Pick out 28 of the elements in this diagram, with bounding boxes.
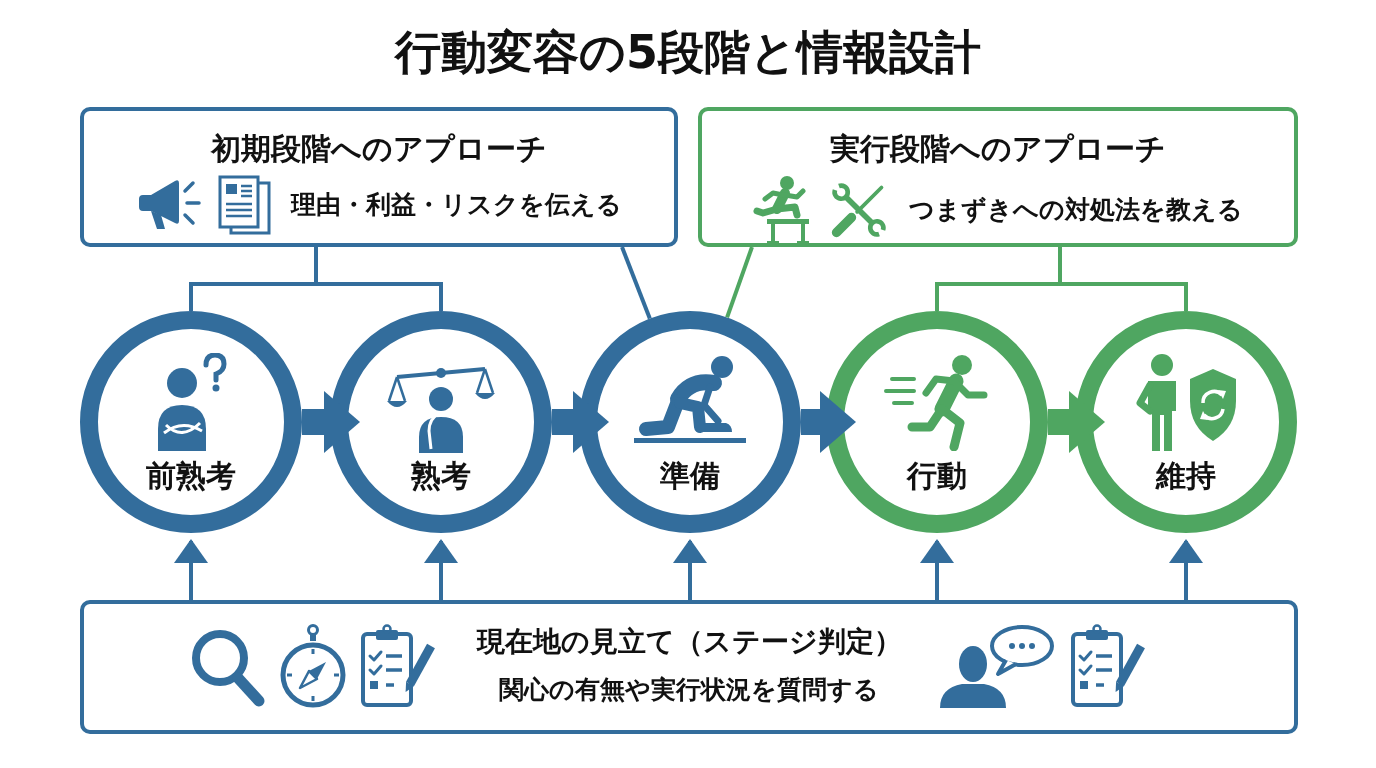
connector-line [1058,247,1188,311]
arrow [174,539,208,600]
stage-label: 準備 [660,457,720,495]
flow-arrow [801,391,856,453]
stage-label: 熟考 [411,457,471,495]
arrow [920,539,954,600]
box-text: 関心の有無や実行状況を質問する [499,674,879,706]
box-text: 理由・利益・リスクを伝える [290,189,622,221]
info-box [698,107,1298,247]
info-box [80,107,678,247]
connector-line [725,246,754,319]
flow-arrow [302,391,360,453]
arrow [424,539,458,600]
info-box [80,600,1298,734]
flow-arrow [1048,391,1105,453]
stage-label: 前熟考 [146,457,236,495]
box-heading: 初期段階へのアプローチ [211,131,547,167]
stage-label: 行動 [907,457,967,495]
connector-line [620,246,652,320]
box-heading: 実行段階へのアプローチ [830,131,1166,167]
flow-arrow [552,391,609,453]
arrow [673,539,707,600]
box-heading: 現在地の見立て（ステージ判定） [476,624,902,660]
box-text: つまずきへの対処法を教える [909,194,1243,226]
arrow [1169,539,1203,600]
connector-line [314,247,443,311]
stage-label: 維持 [1156,457,1216,495]
diagram-title: 行動変容の5段階と情報設計 [395,24,981,80]
